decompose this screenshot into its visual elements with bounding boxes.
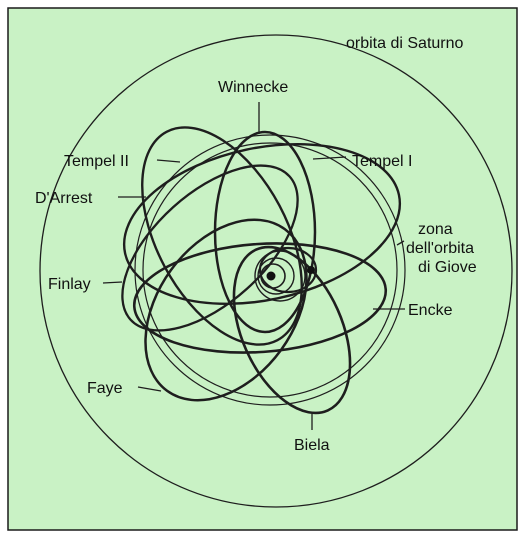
- sun-dot: [267, 272, 276, 281]
- label-faye: Faye: [87, 380, 123, 397]
- label-tempel-ii: Tempel II: [64, 153, 129, 170]
- label-jupiter-zone-line3: di Giove: [418, 259, 477, 276]
- label-encke: Encke: [408, 302, 453, 319]
- jupiter-dot: [307, 266, 315, 274]
- label-winnecke: Winnecke: [218, 79, 288, 96]
- label-tempel-i: Tempel I: [352, 153, 412, 170]
- label-jupiter-zone-line1: zona: [418, 221, 453, 238]
- label-d-arrest: D'Arrest: [35, 190, 93, 207]
- label-finlay: Finlay: [48, 276, 91, 293]
- label-biela: Biela: [294, 437, 330, 454]
- label-saturn-orbit: orbita di Saturno: [346, 35, 464, 52]
- label-jupiter-zone-line2: dell'orbita: [406, 240, 474, 257]
